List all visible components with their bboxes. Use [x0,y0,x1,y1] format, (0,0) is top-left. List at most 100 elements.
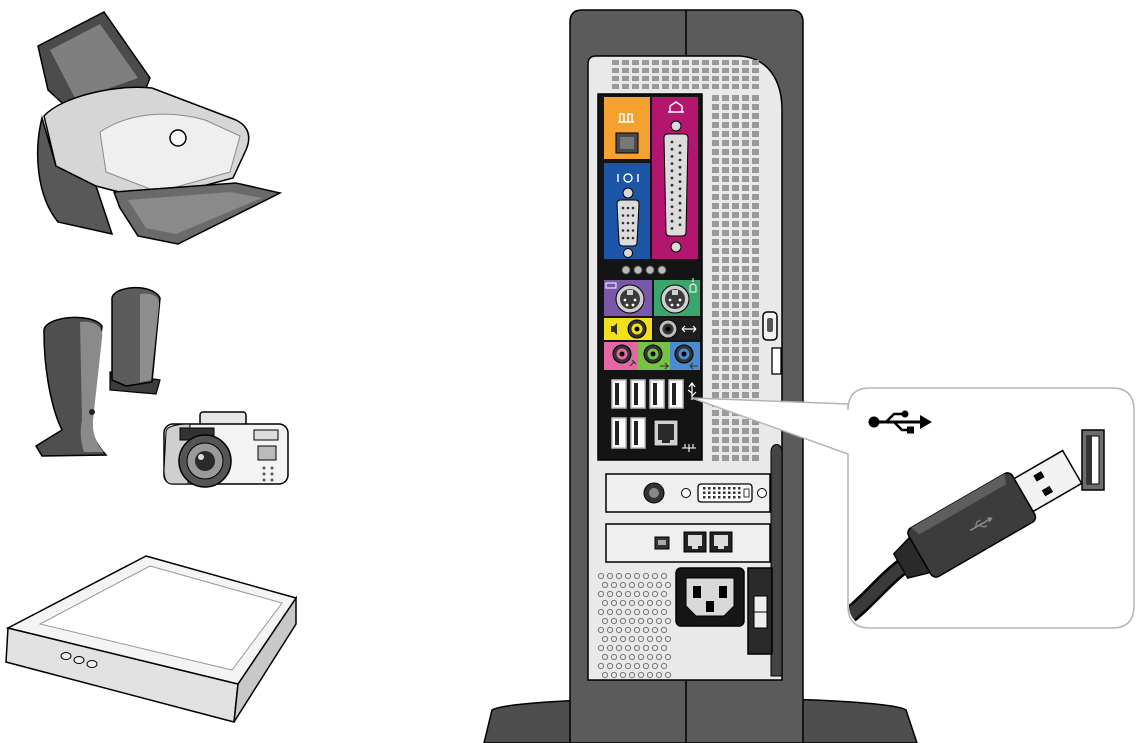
vent-slot [712,194,719,200]
vent-slot [712,275,719,281]
vent-slot [722,194,729,200]
parallel-pin [670,162,674,166]
usb-plug-logo-arrow [986,517,993,523]
vent-slot [742,383,749,389]
vent-slot [732,284,739,290]
vent-slot [732,140,739,146]
vent-slot [752,428,759,434]
usb-port [611,379,627,409]
grille-hole [637,653,645,661]
vent-slot [722,131,729,137]
vent-slot [732,185,739,191]
vent-slot [722,428,729,434]
usb-port-closeup [1081,429,1105,491]
dvi-pin [733,487,736,490]
vga-pin [621,236,625,240]
vent-slot [742,293,749,299]
vent-slot [712,257,719,263]
vent-slot [712,329,719,335]
grille-hole [601,653,609,661]
vent-slot [742,221,749,227]
vent-slot [712,383,719,389]
grille-hole [637,671,645,679]
scanner-button [86,660,98,668]
vent-slot [752,320,759,326]
parallel-port-block [652,97,698,259]
expansion-card-modem [605,523,771,563]
grille-hole [606,572,614,580]
vent-slot [642,68,649,73]
diagnostic-light [657,265,667,275]
vent-slot [732,194,739,200]
vent-slot [732,266,739,272]
vent-slot [742,455,749,461]
vent-slot [742,84,749,89]
vent-slot [722,410,729,416]
vent-slot [732,76,739,81]
vent-slot [752,140,759,146]
vent-slot [752,293,759,299]
vent-slot [722,311,729,317]
dvi-pin [738,491,741,494]
grille-hole [619,653,627,661]
computer-tower [483,9,918,743]
vent-slot [712,167,719,173]
grille-hole [624,590,632,598]
vent-slot [742,365,749,371]
vent-slot [742,149,749,155]
vent-slot [752,347,759,353]
grille-hole [615,608,623,616]
audio-jack-black-block [654,318,700,340]
microphone-symbol-icon [629,359,637,367]
camera-lens-glass [195,451,215,471]
vent-slot [712,284,719,290]
vent-slot [722,248,729,254]
vent-slot [742,437,749,443]
vent-slot [742,68,749,73]
vent-slot [722,149,729,155]
grille-hole [637,581,645,589]
vga-pin [631,229,635,232]
dvi-pin [713,496,716,499]
grille-hole [633,590,641,598]
vent-slot [692,84,699,89]
vent-slot [712,446,719,452]
usb-port-closeup-tongue [1087,436,1092,484]
usb-icon-lower-tip [907,426,914,434]
vent-slot [732,176,739,182]
usb-port [649,379,665,409]
vent-slot [742,266,749,272]
usb-plug-metal-shell [1013,449,1083,513]
dvi-pin [703,487,706,490]
vent-slot [752,122,759,128]
vent-slot [722,60,729,65]
vent-slot [752,221,759,227]
vent-slot [712,68,719,73]
grille-hole [624,572,632,580]
vent-slot [732,68,739,73]
diagnostic-light [645,265,655,275]
vent-slot [672,60,679,65]
grille-hole [651,662,659,670]
vent-slot [732,84,739,89]
vent-slot [712,302,719,308]
vent-slot [672,84,679,89]
grille-hole [601,617,609,625]
parallel-pin [670,212,674,216]
vent-slot [712,365,719,371]
grille-hole [628,581,636,589]
dvi-pin [708,491,711,494]
grille-hole [637,617,645,625]
grille-hole [642,626,650,634]
grille-hole [646,653,654,661]
vent-slot [632,76,639,81]
parallel-pin [678,180,682,184]
vent-slot [692,68,699,73]
audio-jack-black-hole [665,326,671,332]
grille-hole [619,671,627,679]
vga-port-screw [623,248,633,258]
vent-slot [752,131,759,137]
vent-slot [722,302,729,308]
grille-hole [664,635,672,643]
vent-slot [722,329,729,335]
